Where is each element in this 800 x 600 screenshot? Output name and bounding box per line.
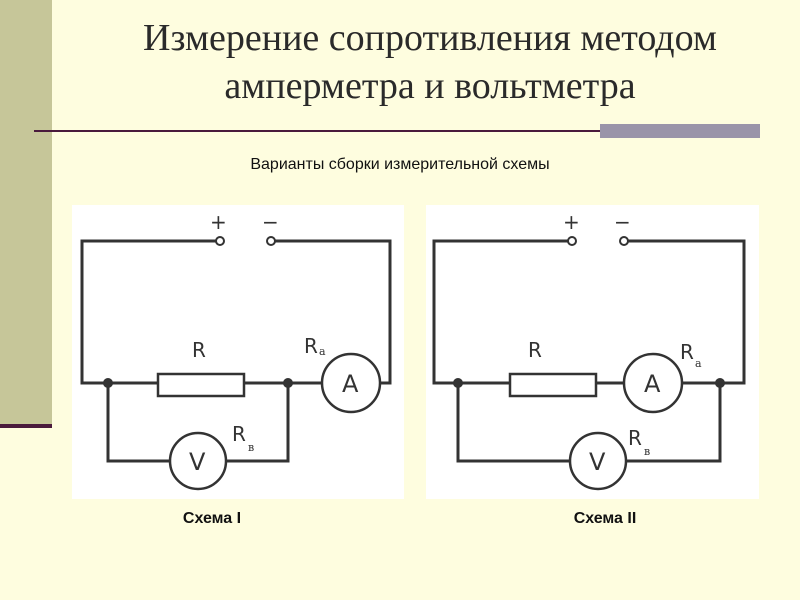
minus-terminal-label: − — [614, 210, 631, 234]
junction-node-left — [453, 378, 463, 388]
circuit-diagram-2: + − A R R а V R в — [426, 205, 759, 499]
sidebar-decoration — [0, 0, 52, 428]
wire-left — [80, 239, 220, 385]
junction-node-right — [715, 378, 725, 388]
voltmeter-label: R — [628, 426, 642, 450]
plus-terminal — [567, 236, 577, 246]
title-line-2: амперметра и вольтметра — [224, 65, 636, 107]
resistor-label: R — [528, 338, 542, 362]
voltmeter-symbol: V — [189, 448, 206, 476]
ammeter-label: R — [304, 334, 318, 358]
minus-terminal-label: − — [262, 210, 279, 234]
ammeter-label: R — [680, 340, 694, 364]
junction-node-right — [283, 378, 293, 388]
title-rule — [34, 130, 760, 132]
voltmeter — [168, 431, 228, 491]
resistor — [508, 372, 598, 398]
plus-terminal-label: + — [210, 210, 227, 234]
wire-right — [624, 239, 746, 385]
title-rule-accent — [600, 124, 760, 138]
scheme-1-caption: Схема I — [182, 510, 242, 527]
sidebar-rule — [0, 424, 52, 428]
wire-voltmeter-right — [626, 383, 722, 463]
slide-subtitle: Варианты сборки измерительной схемы — [250, 156, 550, 173]
circuit-1-svg: + − A R R а V R в — [80, 210, 392, 491]
wire-voltmeter-right — [226, 383, 290, 463]
wire-left — [432, 239, 572, 385]
plus-terminal-label: + — [563, 210, 580, 234]
ammeter-label-sub: а — [695, 357, 702, 370]
voltmeter-symbol: V — [589, 448, 606, 476]
ammeter-symbol: A — [644, 370, 661, 398]
ammeter — [320, 352, 382, 414]
wire-voltmeter-left — [456, 383, 570, 463]
ammeter-label-sub: а — [319, 345, 326, 358]
wire-right — [271, 239, 392, 385]
resistor-label: R — [192, 338, 206, 362]
voltmeter — [568, 431, 628, 491]
junction-node-left — [103, 378, 113, 388]
title-line-1: Измерение сопротивления методом — [143, 17, 717, 59]
voltmeter-label-sub: в — [248, 441, 254, 454]
resistor — [156, 372, 246, 398]
circuit-2-svg: + − A R R а V R в — [432, 210, 746, 491]
slide-title: Измерение сопротивления методом ампермет… — [60, 14, 800, 110]
wire-voltmeter-left — [106, 383, 170, 463]
minus-terminal — [266, 236, 276, 246]
plus-terminal — [215, 236, 225, 246]
scheme-2-caption: Схема II — [573, 510, 637, 527]
circuit-diagram-1: + − A R R а V R в — [72, 205, 404, 499]
voltmeter-label-sub: в — [644, 445, 650, 458]
ammeter-symbol: A — [342, 370, 359, 398]
minus-terminal — [619, 236, 629, 246]
voltmeter-label: R — [232, 422, 246, 446]
